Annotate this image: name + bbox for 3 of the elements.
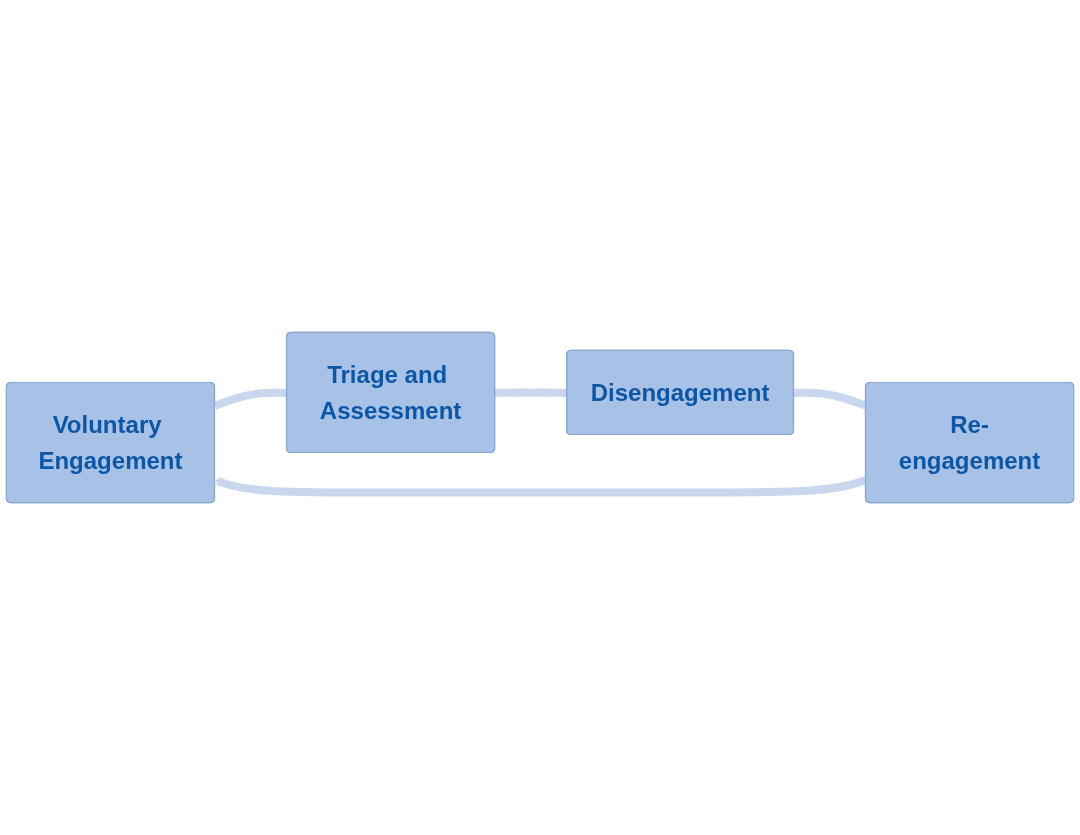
connector bbox=[213, 388, 287, 410]
connector bbox=[494, 388, 568, 397]
connector bbox=[793, 388, 868, 410]
